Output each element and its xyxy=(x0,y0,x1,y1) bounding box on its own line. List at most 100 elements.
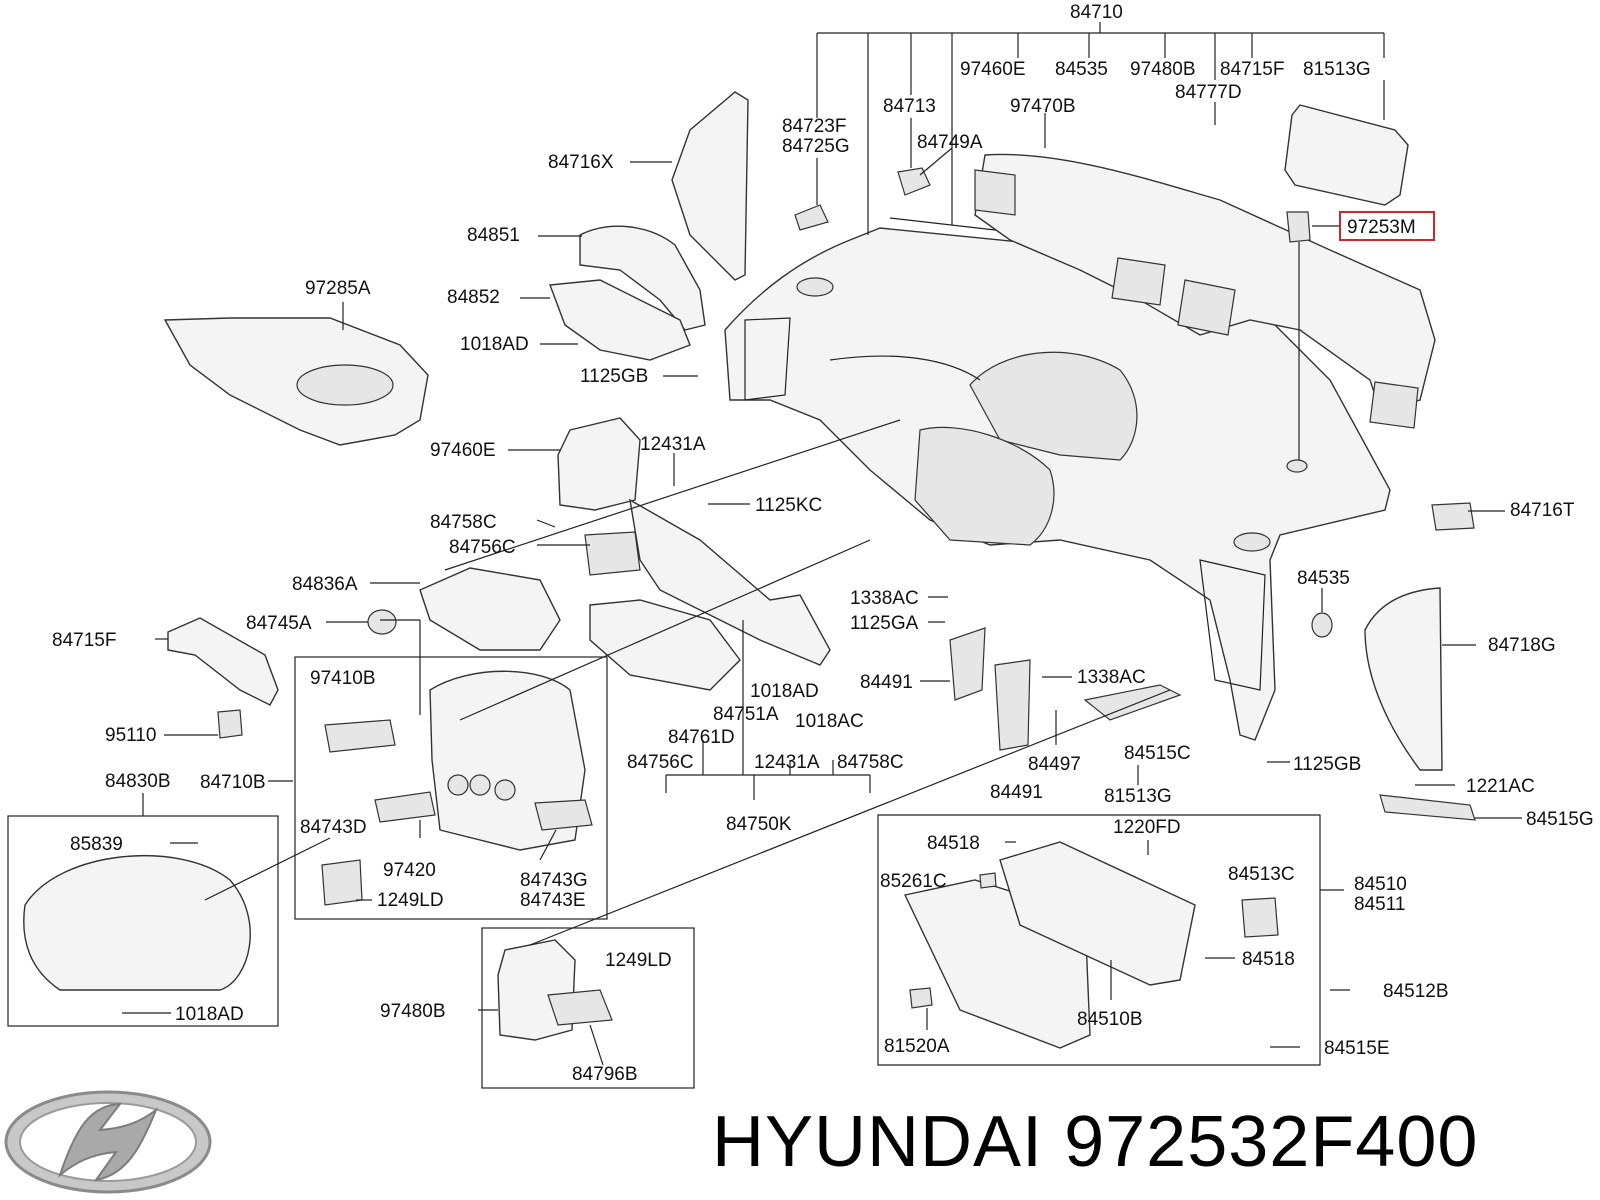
dashboard-center-opening xyxy=(914,426,1055,546)
knob-mid xyxy=(469,774,491,796)
label-81520a: 81520A xyxy=(884,1036,950,1057)
label-84743e: 84743E xyxy=(520,890,586,911)
leader-lines xyxy=(122,22,1522,1066)
clip-84535 xyxy=(1311,612,1333,638)
label-84512b: 84512B xyxy=(1383,981,1449,1002)
label-97253m: 97253M xyxy=(1347,217,1416,238)
bracket-84491-a xyxy=(949,627,986,701)
label-1018ad-c: 1018AD xyxy=(175,1004,244,1025)
label-84513c xyxy=(1241,897,1279,938)
label-84716t: 84716T xyxy=(1510,500,1575,521)
label-97285a: 97285A xyxy=(305,278,371,299)
label-1125gb-b: 1125GB xyxy=(1293,754,1361,775)
fascia-84750k xyxy=(629,498,831,666)
label-84535: 84535 xyxy=(1297,568,1350,589)
inset-97480b xyxy=(481,927,695,1089)
label-1220fd: 1220FD xyxy=(1113,817,1181,838)
label-84851: 84851 xyxy=(467,225,520,246)
label-84758c-a: 84758C xyxy=(430,512,497,533)
label-84513c: 84513C xyxy=(1228,864,1295,885)
side-cover-84718g xyxy=(1364,587,1443,771)
label-84796b: 84796B xyxy=(572,1064,638,1085)
part-shapes xyxy=(23,91,1476,1049)
label-84535-top: 84535 xyxy=(1055,59,1108,80)
fascia-lower-84751a xyxy=(589,599,741,691)
label-84510b: 84510B xyxy=(1077,1009,1143,1030)
duct-outlet-left xyxy=(974,169,1016,216)
side-panel-84716x xyxy=(671,91,749,281)
label-1249ld-b: 1249LD xyxy=(605,950,672,971)
cover-84745a xyxy=(367,609,397,635)
label-84758c-b: 84758C xyxy=(837,752,904,773)
sensor-97253m xyxy=(1286,211,1311,243)
label-1125gb-a: 1125GB xyxy=(580,366,648,387)
part-number: 972532F400 xyxy=(1064,1102,1479,1182)
label-84836a: 84836A xyxy=(292,574,358,595)
dashboard-right-shelf xyxy=(1199,559,1266,691)
box-84756c xyxy=(584,531,641,576)
label-84715f: 84715F xyxy=(52,630,116,651)
part-caption: HYUNDAI 972532F400 xyxy=(712,1106,1478,1178)
label-1338ac-a: 1338AC xyxy=(850,588,919,609)
tray-97285a xyxy=(163,317,429,446)
label-84715f-top: 84715F xyxy=(1220,59,1284,80)
hood-84830b xyxy=(23,855,251,991)
tray-84743g xyxy=(534,799,593,831)
label-84852: 84852 xyxy=(447,287,500,308)
label-12431a-a: 12431A xyxy=(640,434,706,455)
label-84491-b: 84491 xyxy=(990,782,1043,803)
label-81513g: 81513G xyxy=(1104,786,1172,807)
label-1249ld-a: 1249LD xyxy=(377,890,444,911)
latch-81520a xyxy=(909,987,933,1009)
shroud-upper xyxy=(579,225,706,331)
label-84751a: 84751A xyxy=(713,704,779,725)
knob-right xyxy=(494,779,516,801)
dashboard-inner-line xyxy=(829,355,981,381)
bracket-84491-b xyxy=(994,659,1031,751)
label-97480b: 97480B xyxy=(380,1001,446,1022)
label-97410b: 97410B xyxy=(310,668,376,689)
knob-95110 xyxy=(217,709,243,739)
vent-97420 xyxy=(374,791,436,823)
dashboard-cluster-hood xyxy=(969,351,1138,461)
label-12431a-b: 12431A xyxy=(754,752,820,773)
inset-84710b xyxy=(294,656,608,920)
label-84718g: 84718G xyxy=(1488,635,1556,656)
label-97460e: 97460E xyxy=(430,440,496,461)
vent-97410b xyxy=(324,719,396,753)
label-84497: 84497 xyxy=(1028,754,1081,775)
label-84713: 84713 xyxy=(883,96,936,117)
label-84830b: 84830B xyxy=(105,771,171,792)
label-1125kc: 1125KC xyxy=(755,495,822,516)
bracket-84723f xyxy=(794,204,829,231)
sensor-hole xyxy=(1286,459,1308,473)
housing-84796b xyxy=(547,989,613,1026)
label-84518-a: 84518 xyxy=(927,833,980,854)
part-labels: 84710 97460E 84535 97480B 84715F 81513G … xyxy=(52,2,1594,1085)
label-85839: 85839 xyxy=(70,834,123,855)
pad-84715f xyxy=(167,617,279,706)
shroud-lower xyxy=(549,279,691,361)
label-1018ad-b: 1018AD xyxy=(750,681,819,702)
speaker-grille-right xyxy=(1233,532,1271,552)
dashboard-left-opening xyxy=(744,317,791,401)
label-97480b-top: 97480B xyxy=(1130,59,1196,80)
label-97470b: 97470B xyxy=(1010,96,1076,117)
label-84716x: 84716X xyxy=(548,152,614,173)
label-97420: 97420 xyxy=(383,860,436,881)
bracket-84515g xyxy=(1379,794,1476,821)
label-84745a: 84745A xyxy=(246,613,312,634)
label-84750k: 84750K xyxy=(726,814,792,835)
duct-outlet-center xyxy=(1111,257,1166,306)
label-84723f: 84723F xyxy=(782,116,846,137)
glovebox-bin-84510 xyxy=(999,841,1196,986)
label-81513g-top: 81513G xyxy=(1303,59,1371,80)
speaker-grille-left xyxy=(796,277,834,297)
knob-left xyxy=(447,774,469,796)
bumper-85261c xyxy=(979,872,997,889)
label-84725g: 84725G xyxy=(782,136,850,157)
bracket-84713 xyxy=(897,167,931,196)
label-1125ga: 1125GA xyxy=(850,613,919,634)
duct-outlet-center2 xyxy=(1177,279,1236,336)
